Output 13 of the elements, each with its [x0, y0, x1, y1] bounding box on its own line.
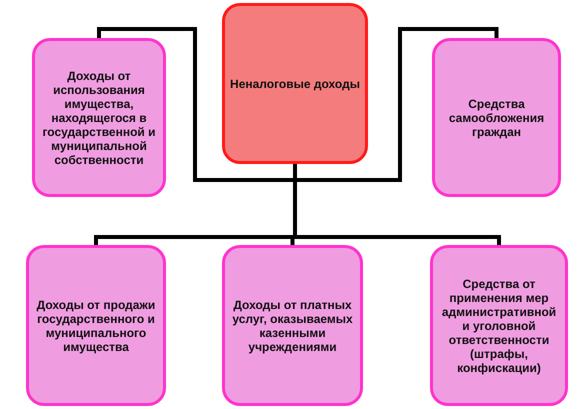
box-text: Неналоговые доходы — [230, 76, 360, 90]
root-box — [222, 3, 368, 164]
box-text: Доходы от использования имущества, находящегося в государственной и муниципальной собственности — [41, 68, 157, 166]
category-box — [430, 245, 568, 406]
category-box — [32, 38, 166, 197]
box-text: Доходы от платных услуг, оказываемых казенными учреждениями — [231, 298, 354, 354]
box-text: Средства самообложения граждан — [448, 96, 546, 138]
box-text: Средства от применения мер административной и уголовной ответственности (штрафы, конфискации) — [440, 276, 558, 374]
box-text: Доходы от продажи государственного и муниципального имущества — [36, 298, 156, 354]
category-box — [26, 245, 166, 406]
connector-line — [293, 164, 501, 245]
category-box — [222, 245, 363, 406]
category-box — [432, 38, 561, 197]
